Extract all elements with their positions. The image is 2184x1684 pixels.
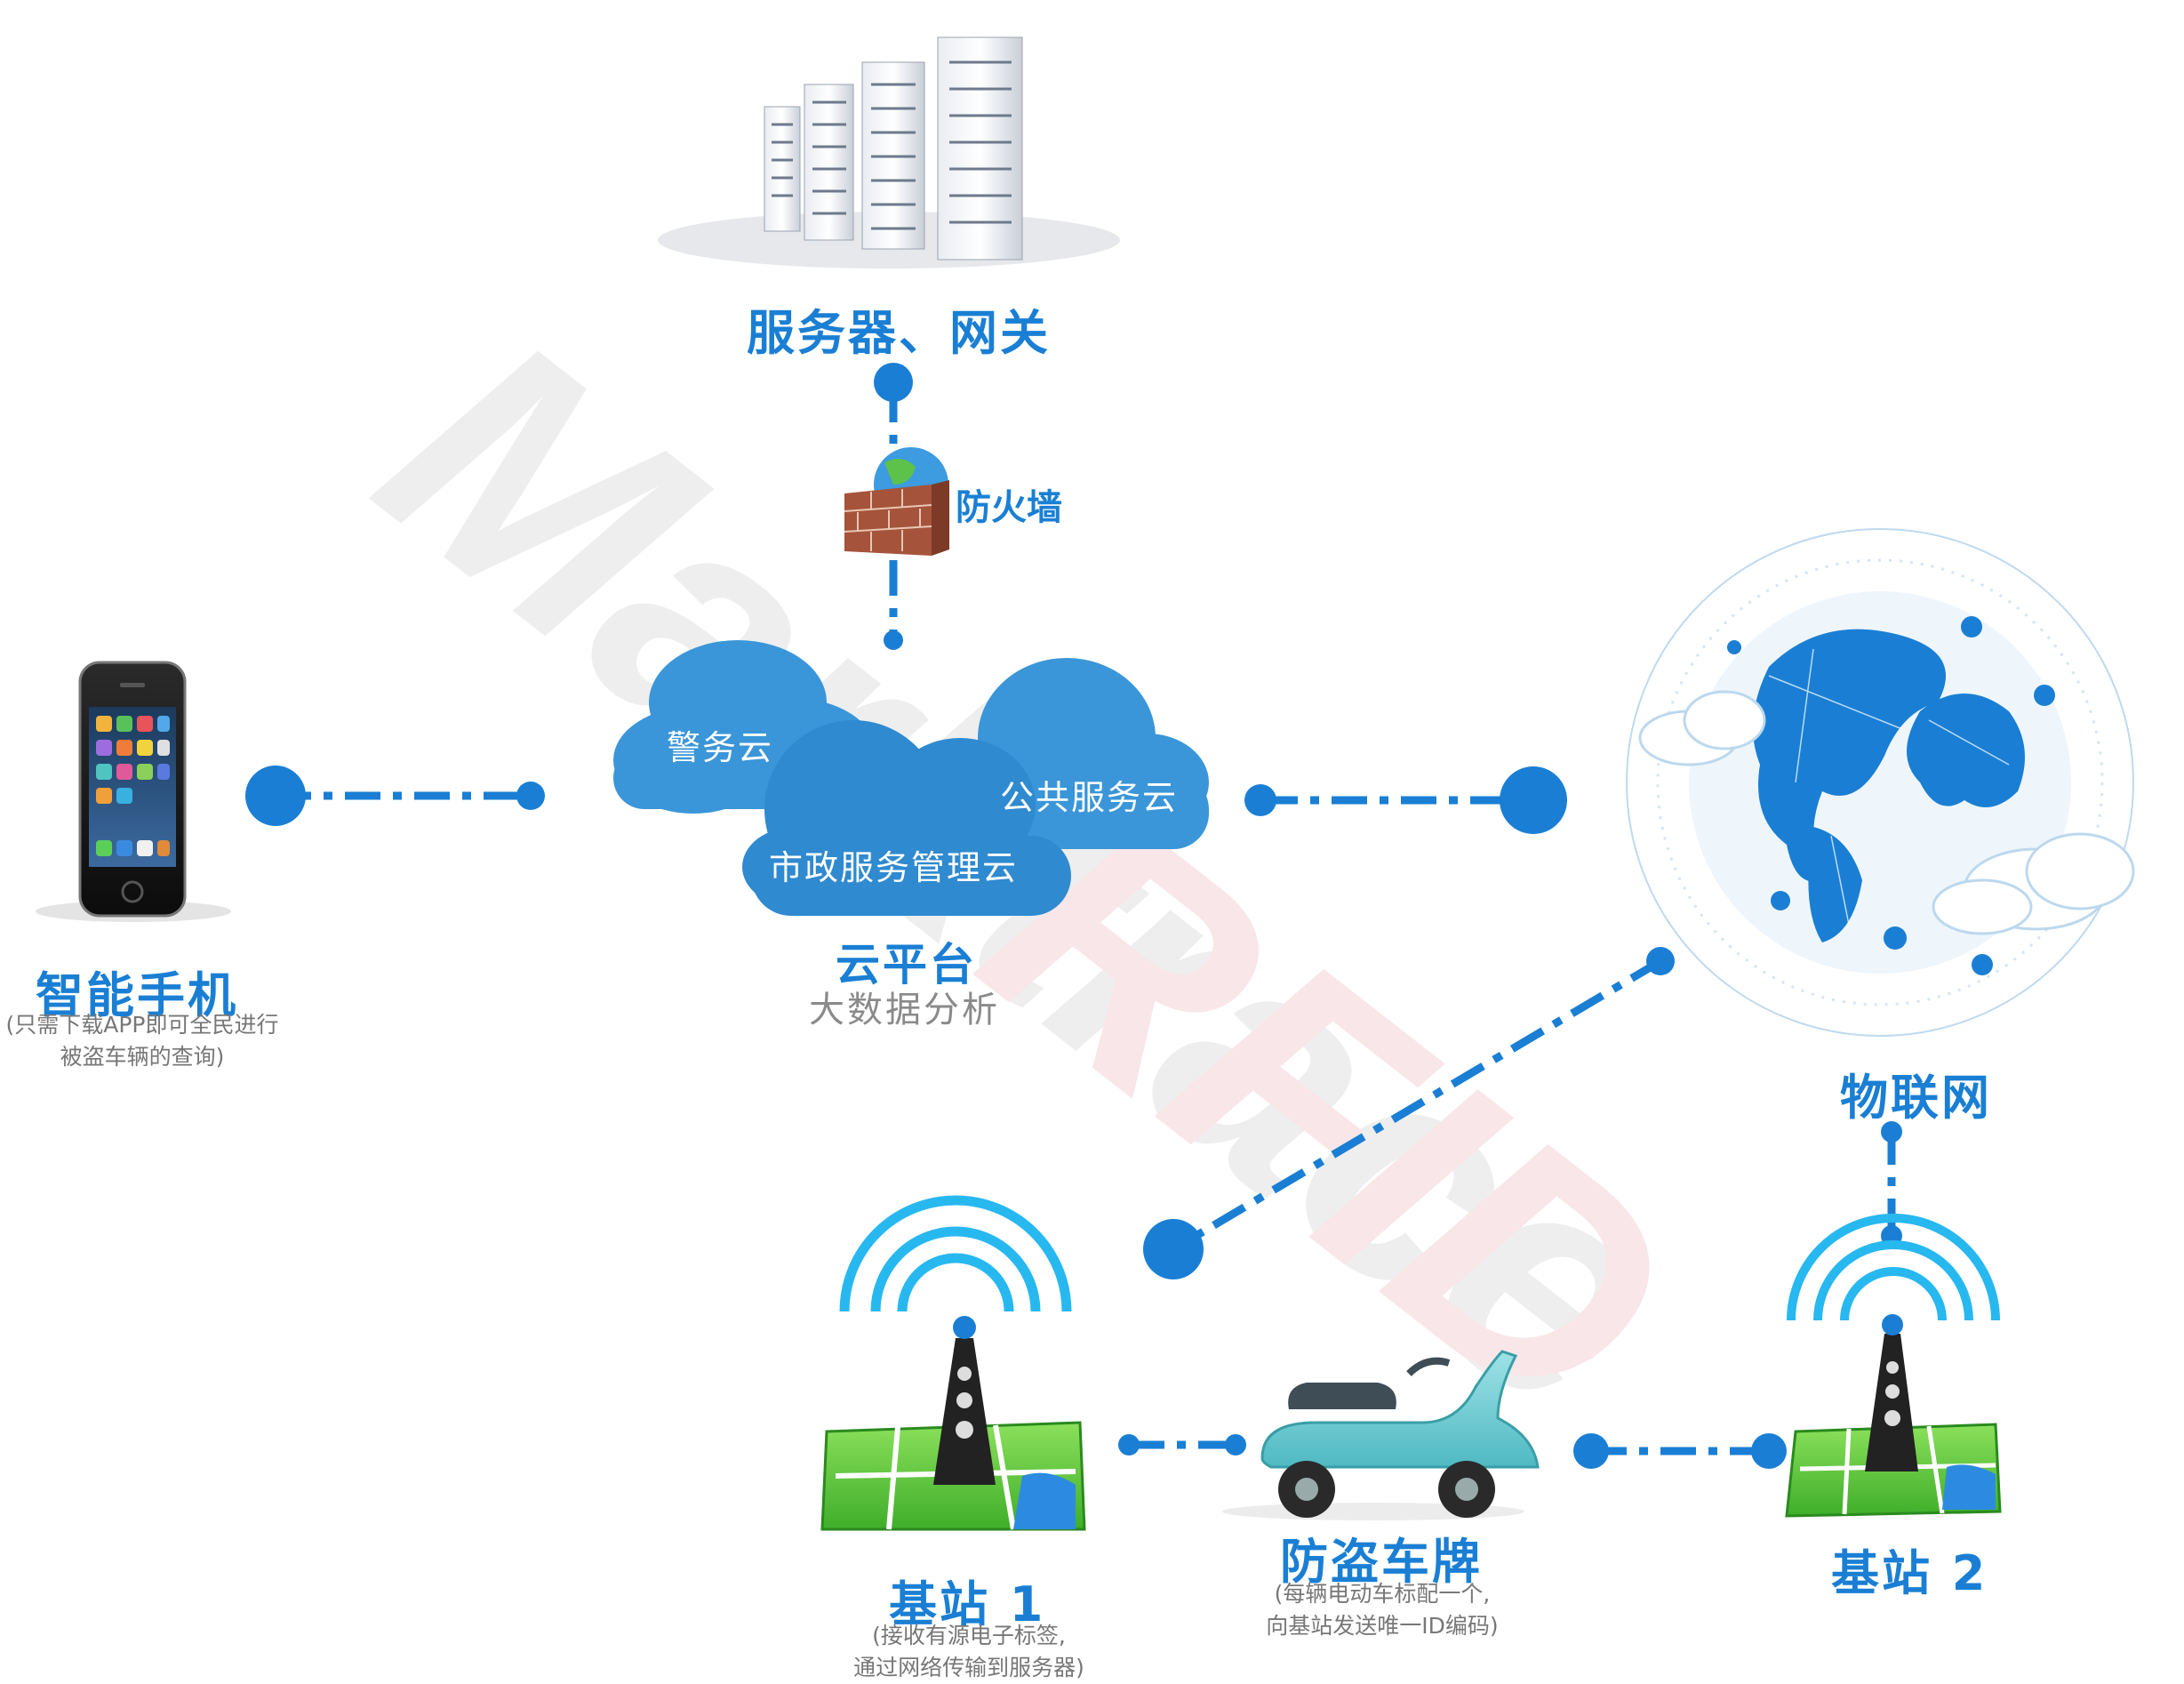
station1-note: (接收有源电子标签, 通过网络传输到服务器): [818, 1620, 1120, 1684]
phone-note: (只需下载APP即可全民进行 被盗车辆的查询): [0, 1009, 284, 1073]
plate-note: (每辆电动车标配一个, 向基站发送唯一ID编码): [1240, 1578, 1524, 1642]
base-station-1-icon: [820, 1195, 1086, 1531]
phone-note-line2: 被盗车辆的查询): [60, 1044, 225, 1070]
cloud-platform-icon: [613, 640, 1209, 916]
firewall-icon: [844, 447, 949, 556]
phone-icon: [36, 661, 231, 922]
cloud-label-police: 警务云: [667, 728, 774, 767]
cloud-label-public: 公共服务云: [1000, 778, 1179, 817]
iot-label: 物联网: [1840, 1070, 1992, 1126]
plate-note-line2: 向基站发送唯一ID编码): [1266, 1613, 1499, 1639]
cloud-platform-label: 云平台: [836, 939, 977, 990]
phone-note-line1: (只需下载APP即可全民进行: [5, 1012, 279, 1038]
firewall-label: 防火墙: [956, 487, 1062, 528]
cloud-label-municipal: 市政服务管理云: [769, 848, 1019, 887]
scooter-icon: [1222, 1350, 1540, 1520]
cloud-municipal: [742, 720, 1071, 916]
connectors: [276, 387, 1896, 1455]
cloud-platform-sub: 大数据分析: [809, 990, 1000, 1030]
iot-globe-icon: [1626, 528, 2135, 1037]
server-icon: [658, 36, 1120, 269]
server-label: 服务器、网关: [747, 305, 1051, 361]
plate-note-line1: (每辆电动车标配一个,: [1274, 1581, 1491, 1607]
phone-label: 智能手机: [36, 967, 238, 1023]
link-iot-station1: [1171, 957, 1665, 1253]
station1-label: 基站 1: [889, 1576, 1046, 1632]
station1-note-line2: 通过网络传输到服务器): [853, 1655, 1084, 1680]
plate-label: 防盗车牌: [1280, 1534, 1483, 1590]
station1-note-line1: (接收有源电子标签,: [872, 1623, 1066, 1648]
connector-dots: [245, 363, 1902, 1469]
base-station-2-icon: [1785, 1214, 2002, 1518]
station2-label: 基站 2: [1831, 1545, 1988, 1601]
